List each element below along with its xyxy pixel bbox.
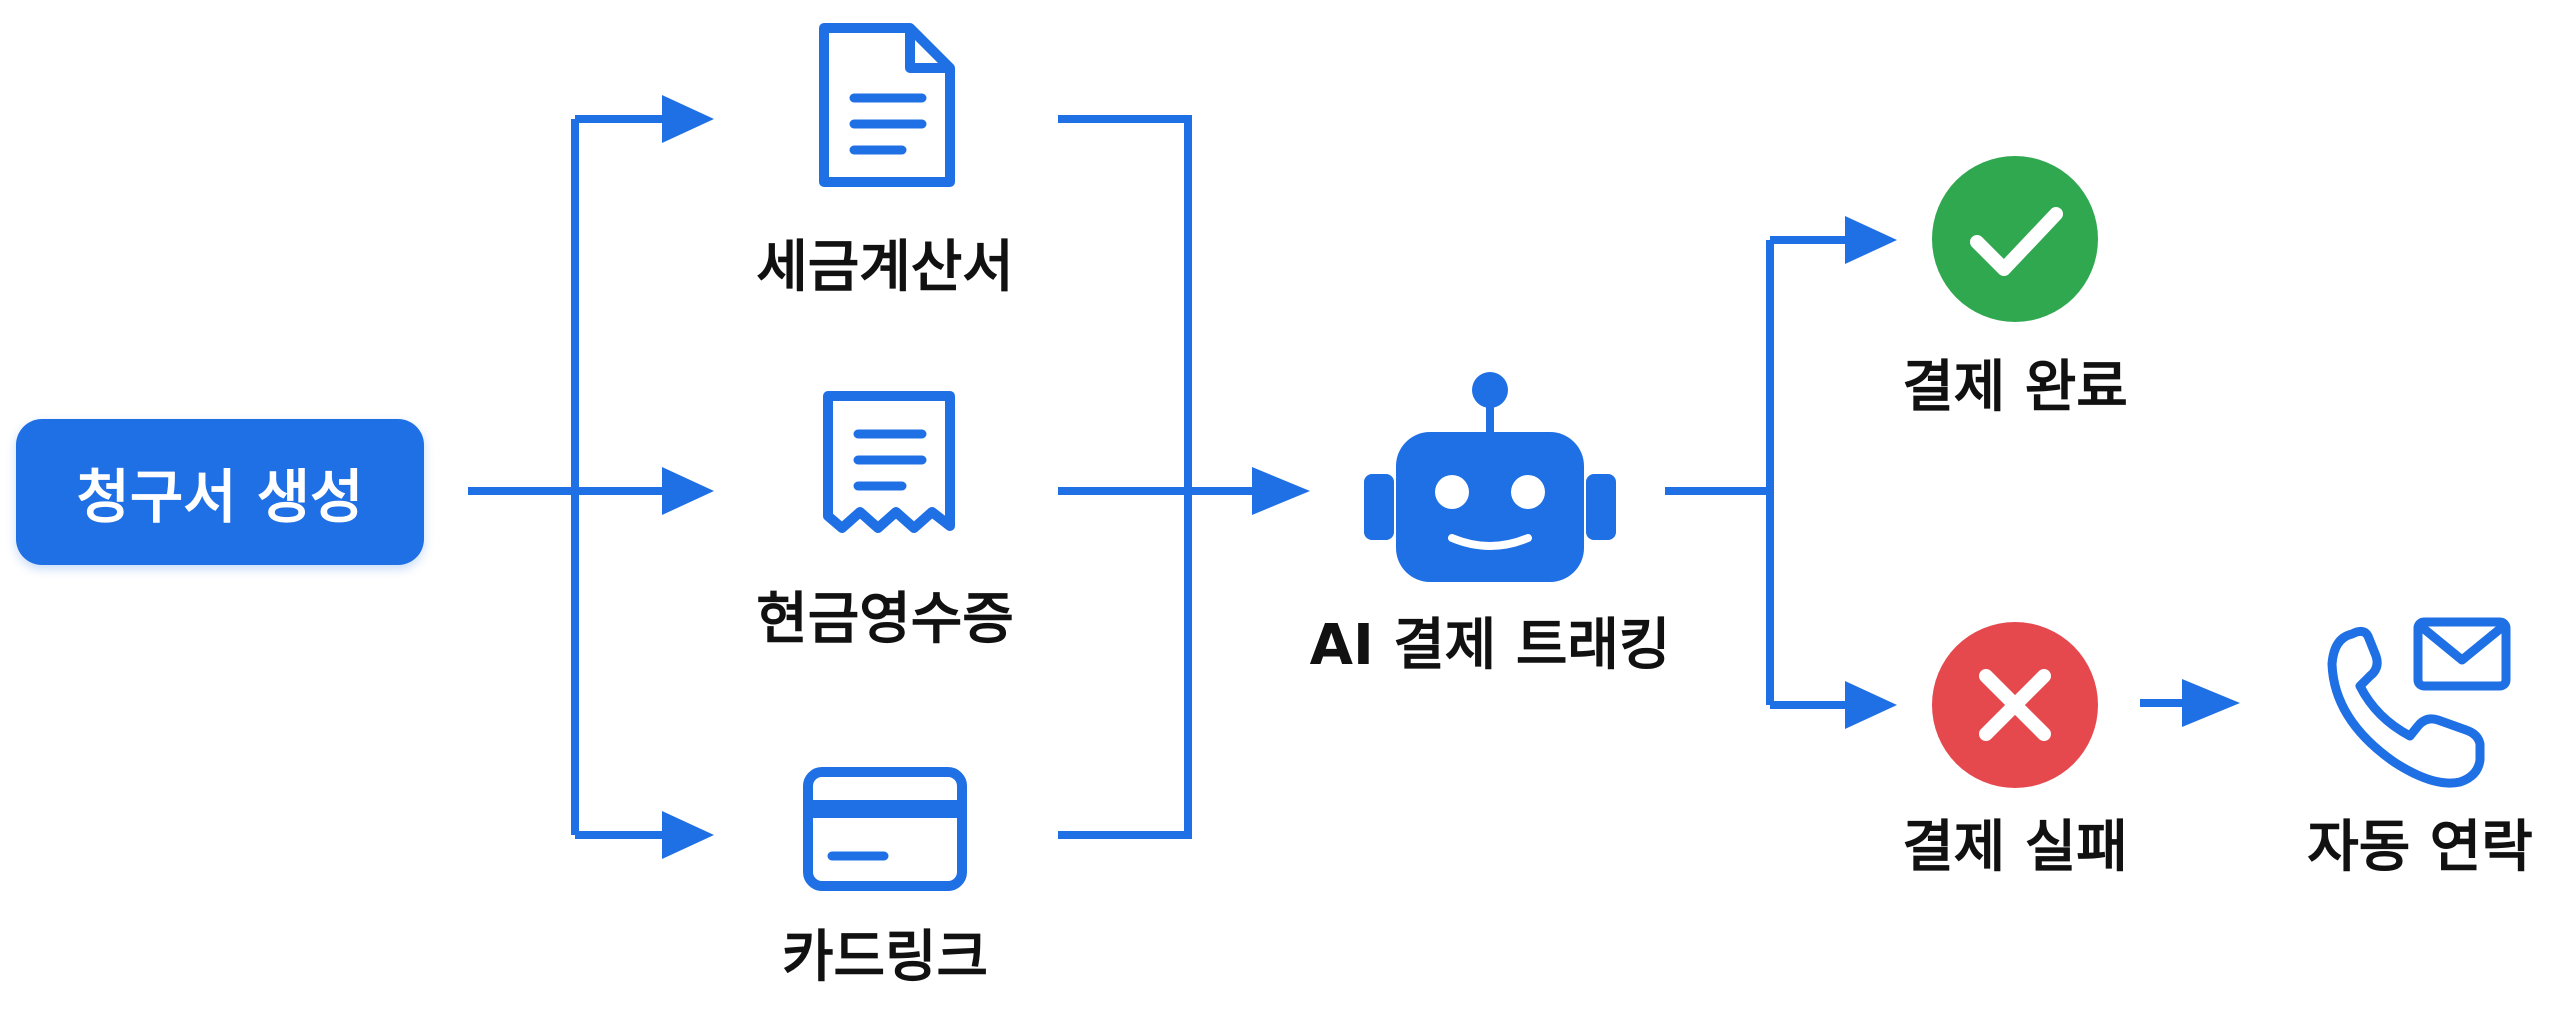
arrowhead-success: [1845, 216, 1897, 264]
tracker-label: AI 결제 트래킹: [1309, 613, 1671, 678]
robot-icon: [1364, 372, 1616, 582]
arrowhead-tracker: [1252, 467, 1310, 515]
connector-from-tax-invoice: [1058, 115, 1192, 839]
outcome-label-failure: 결제 실패: [1902, 815, 2128, 880]
arrowhead-card-link: [662, 811, 714, 859]
arrowhead-contact: [2182, 679, 2240, 727]
doc-label-tax-invoice: 세금계산서: [756, 235, 1014, 300]
doc-label-card-link: 카드링크: [781, 925, 989, 990]
document-icon: [819, 23, 955, 187]
followup-label: 자동 연락: [2307, 815, 2533, 880]
credit-card-icon: [803, 767, 967, 891]
arrowhead-failure: [1845, 681, 1897, 729]
phone-mail-icon: [2327, 617, 2511, 788]
x-circle-icon: [1932, 622, 2098, 788]
start-node-invoice-creation: 청구서 생성: [16, 419, 424, 565]
arrowhead-tax-invoice: [662, 95, 714, 143]
start-node-label: 청구서 생성: [76, 463, 364, 531]
doc-label-cash-receipt: 현금영수증: [756, 587, 1014, 652]
receipt-icon: [823, 391, 955, 533]
check-circle-icon: [1932, 156, 2098, 322]
arrowhead-cash-receipt: [662, 467, 714, 515]
outcome-label-success: 결제 완료: [1902, 355, 2128, 420]
